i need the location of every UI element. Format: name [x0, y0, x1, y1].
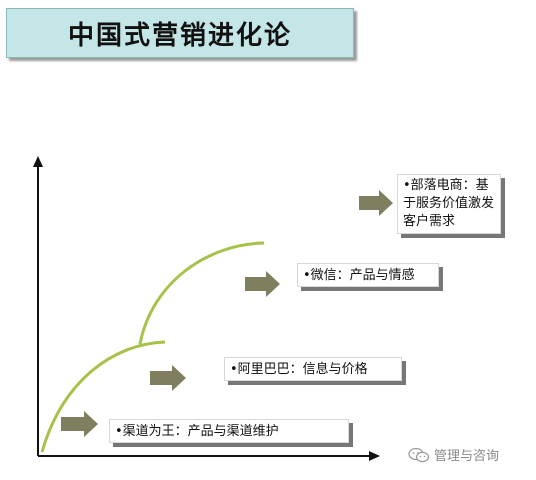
stage-label-2: •阿里巴巴：信息与价格 — [224, 357, 402, 381]
diagram-title: 中国式营销进化论 — [67, 20, 292, 51]
growth-curve-lower — [40, 340, 166, 453]
y-axis-arrowhead — [33, 156, 43, 167]
watermark: 管理与咨询 — [408, 445, 499, 464]
stage-label-1: •渠道为王：产品与渠道维护 — [109, 419, 349, 443]
stage-label-4-text: •部落电商：基于服务价值激发客户需求 — [403, 178, 495, 229]
stage-label-2-text: •阿里巴巴：信息与价格 — [230, 362, 368, 377]
growth-curve-upper — [138, 241, 265, 345]
stage-label-3: •微信：产品与情感 — [297, 263, 439, 287]
wechat-icon — [408, 447, 430, 462]
stage-arrow-3 — [245, 271, 280, 297]
title-banner: 中国式营销进化论 — [6, 8, 354, 58]
watermark-text: 管理与咨询 — [434, 449, 500, 464]
stage-arrow-1 — [61, 411, 98, 437]
stage-label-4: •部落电商：基于服务价值激发客户需求 — [397, 174, 501, 234]
stage-label-3-text: •微信：产品与情感 — [303, 268, 415, 283]
stage-arrow-2 — [150, 365, 186, 391]
stage-label-1-text: •渠道为王：产品与渠道维护 — [115, 424, 279, 439]
x-axis-arrowhead — [369, 451, 380, 461]
stage-arrow-4 — [359, 190, 393, 216]
